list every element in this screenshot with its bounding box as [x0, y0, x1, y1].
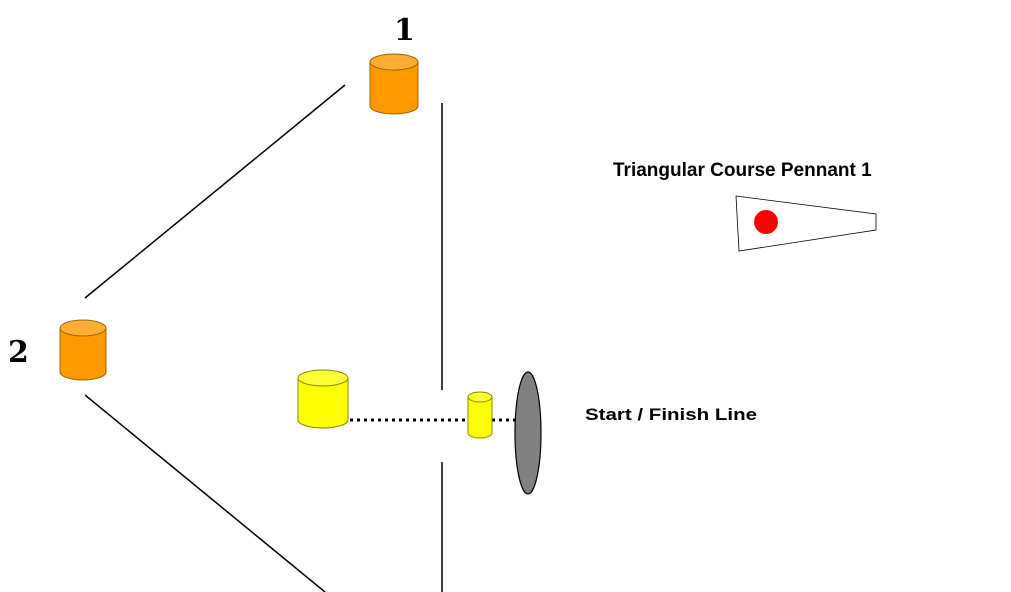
start-pin-buoy	[297, 369, 349, 429]
mark-1-label: 1	[394, 13, 415, 48]
course-pennant-flag	[735, 195, 877, 252]
mark-2-label: 2	[8, 335, 29, 370]
committee-boat	[514, 371, 542, 495]
leg-mark1-to-mark2	[84, 84, 346, 299]
leg-mark2-to-bottom	[84, 394, 326, 592]
mark-1-buoy	[369, 53, 419, 115]
mark-2-buoy	[59, 319, 107, 381]
start-finish-label: Start / Finish Line	[585, 405, 757, 424]
course-title: Triangular Course Pennant 1	[613, 160, 872, 181]
pennant-red-dot	[754, 210, 778, 234]
start-inner-buoy	[467, 391, 493, 439]
